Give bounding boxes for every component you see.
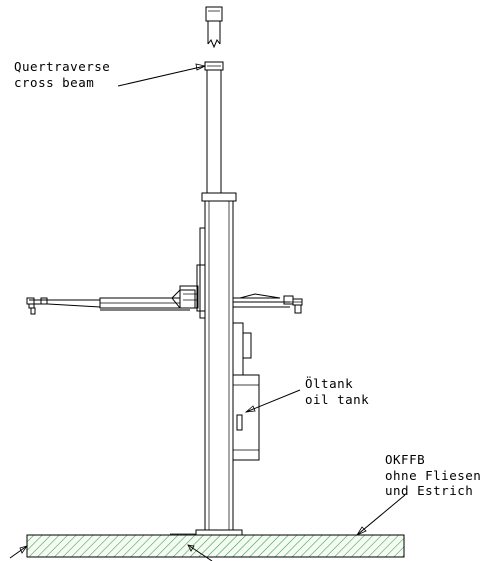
- floor-label-line3: und Estrich: [385, 483, 473, 498]
- floor-label-code: OKFFB: [385, 452, 425, 467]
- oiltank-label-de: Öltank: [305, 375, 353, 391]
- column-extension-top: [205, 6, 223, 49]
- leader-floor-bottom: [187, 544, 213, 561]
- floor-label-line2: ohne Fliesen: [385, 468, 481, 483]
- leader-floor: [355, 494, 406, 536]
- oil-tank: [232, 322, 260, 461]
- base-plate: [170, 529, 243, 536]
- extension-tube: [206, 69, 222, 194]
- leader-oiltank: [244, 389, 301, 413]
- crossbeam-label-de: Quertraverse: [14, 59, 110, 74]
- leader-crossbeam: [117, 63, 207, 87]
- leader-floor-left: [9, 545, 28, 559]
- carriage: [196, 227, 206, 319]
- left-lifting-arm: [26, 285, 199, 315]
- oiltank-label-en: oil tank: [305, 392, 369, 407]
- crossbeam-label-en: cross beam: [14, 75, 94, 90]
- cross-beam-head: [204, 61, 224, 71]
- column-head: [201, 192, 237, 202]
- main-column: [204, 200, 234, 531]
- floor-slab: [26, 534, 405, 558]
- right-lifting-arm: [233, 293, 303, 314]
